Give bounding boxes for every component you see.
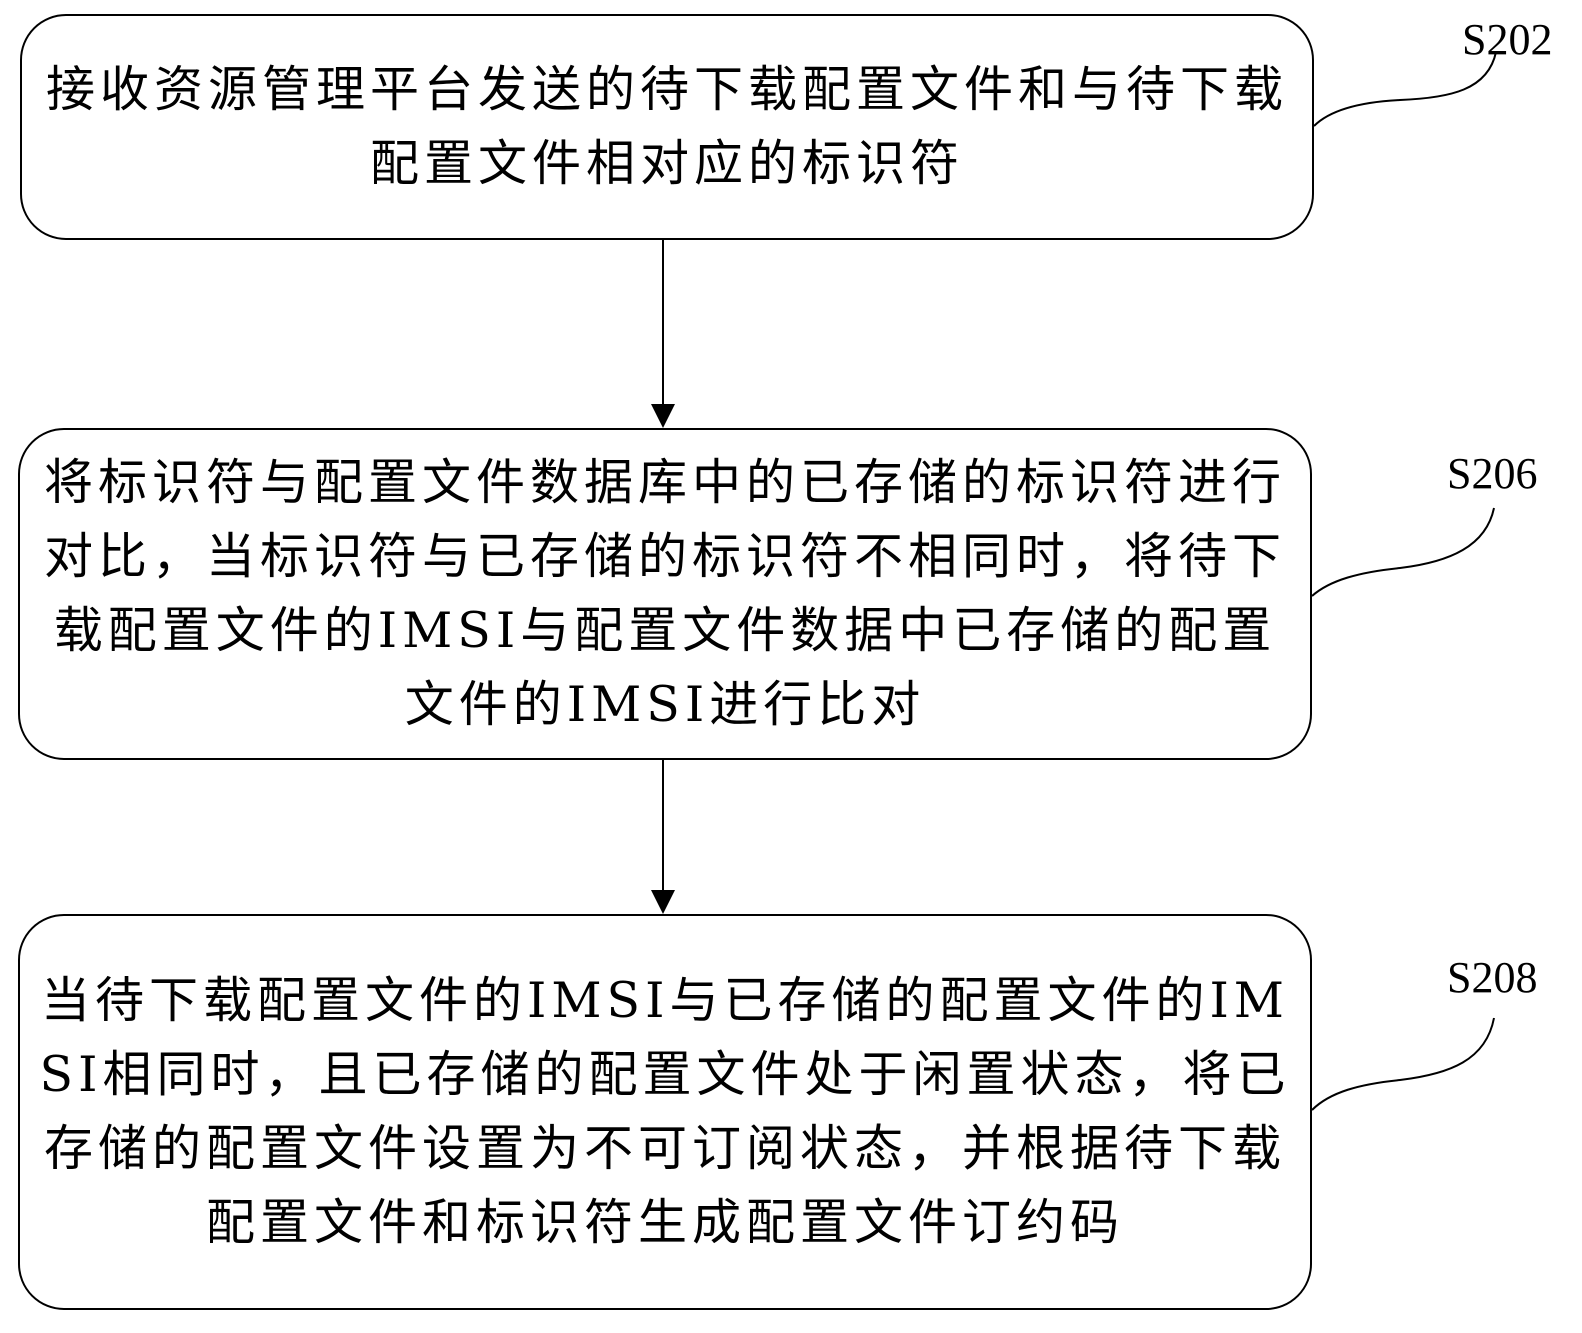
step-label-s208: S208 [1447, 953, 1538, 1002]
step-box-s202: 接收资源管理平台发送的待下载配置文件和与待下载配置文件相对应的标识符 [20, 14, 1314, 240]
step-box-s206: 将标识符与配置文件数据库中的已存储的标识符进行对比，当标识符与已存储的标识符不相… [18, 428, 1312, 760]
step-label-s206: S206 [1447, 449, 1538, 498]
step-text-s208: 当待下载配置文件的IMSI与已存储的配置文件的IMSI相同时，且已存储的配置文件… [39, 972, 1291, 1251]
step-box-s208: 当待下载配置文件的IMSI与已存储的配置文件的IMSI相同时，且已存储的配置文件… [18, 914, 1312, 1310]
leader-line-3 [1311, 1017, 1495, 1111]
step-text-s202: 接收资源管理平台发送的待下载配置文件和与待下载配置文件相对应的标识符 [45, 61, 1288, 192]
step-text-s206: 将标识符与配置文件数据库中的已存储的标识符进行对比，当标识符与已存储的标识符不相… [43, 454, 1286, 733]
arrow-head-1 [651, 404, 675, 428]
step-label-s202: S202 [1462, 15, 1553, 64]
leader-line-2 [1311, 507, 1495, 597]
arrow-head-2 [651, 890, 675, 914]
